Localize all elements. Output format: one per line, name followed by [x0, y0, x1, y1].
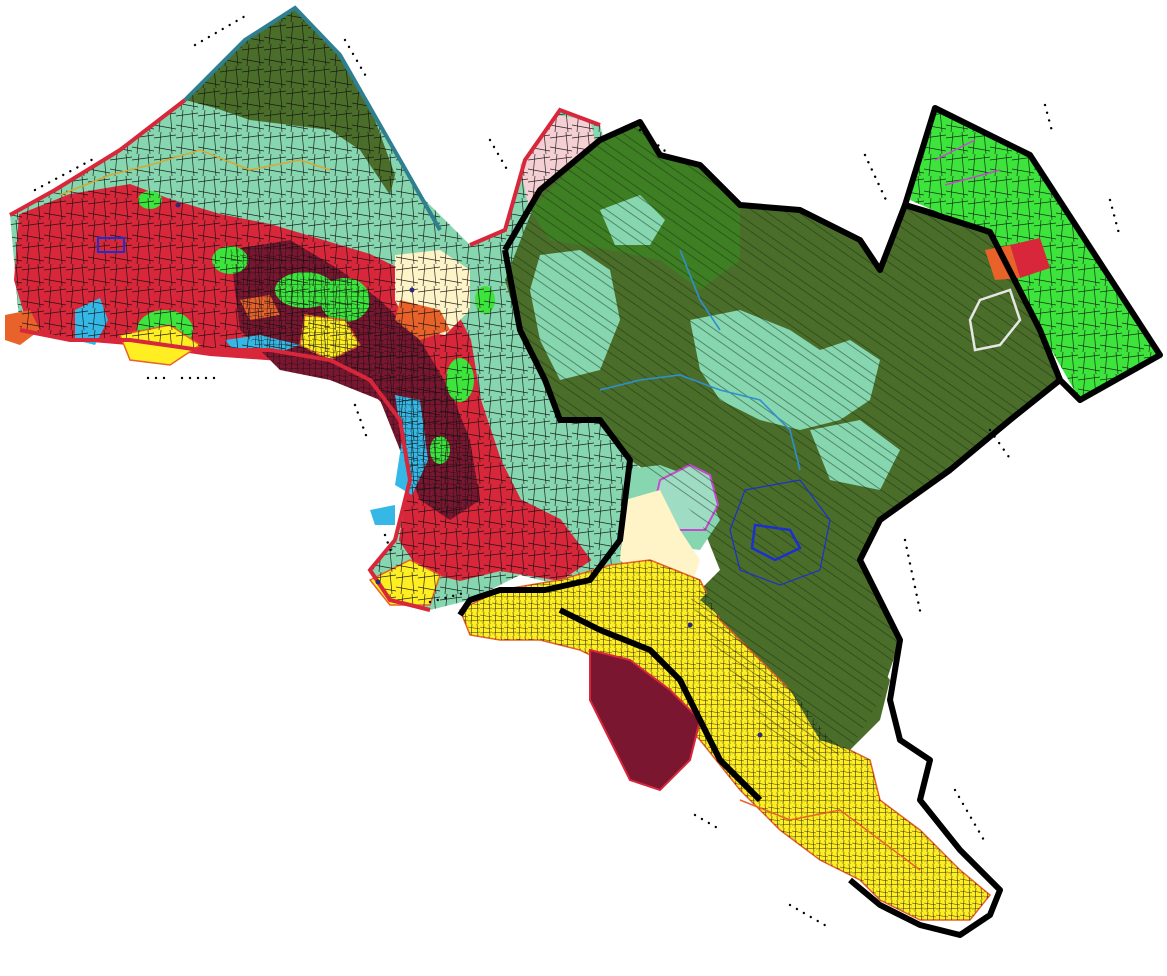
border-label-marks [33, 15, 1120, 927]
boundary-west-red [9, 98, 601, 612]
boundary-black-coast [558, 607, 763, 803]
furrow-texture-east [505, 122, 1060, 770]
zone-red-inset [1010, 238, 1050, 278]
inset-frame [902, 105, 1163, 403]
inset-magenta-line [934, 139, 1001, 186]
west-sector [5, 5, 640, 612]
boundary-inner-orange [59, 149, 331, 196]
protected-area-outer [729, 479, 831, 586]
east-sector [457, 119, 1063, 938]
zone-red-coast-south [589, 648, 702, 792]
boundary-north-teal [183, 5, 442, 231]
quarry-outline-white [968, 288, 1022, 352]
protected-area-blue [750, 523, 802, 562]
boundary-municipal-black [457, 119, 1063, 938]
route-orange [739, 799, 921, 871]
road-network-urban [230, 240, 480, 520]
northeast-inset [902, 105, 1163, 403]
zone-marks [97, 202, 763, 738]
river-line [599, 249, 801, 471]
